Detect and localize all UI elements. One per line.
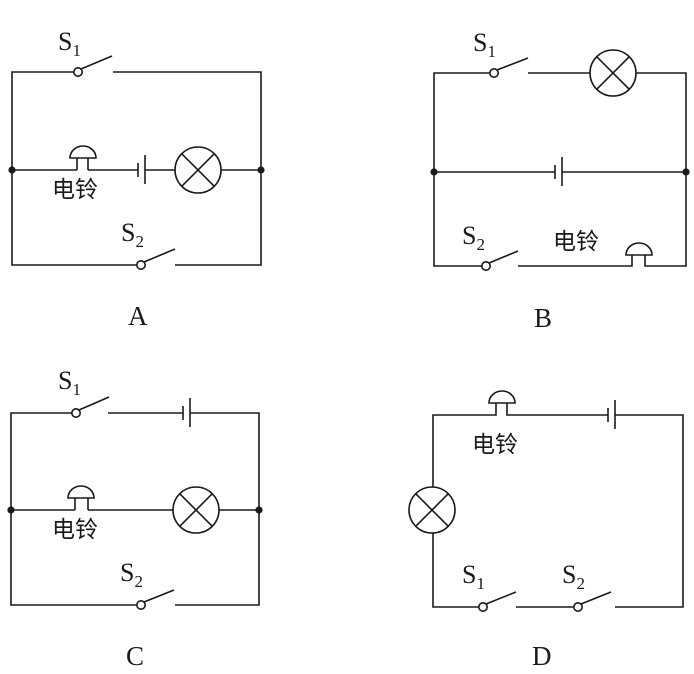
wire — [636, 72, 687, 267]
bell-icon — [488, 390, 516, 404]
bell-label: 电铃 — [553, 229, 599, 255]
circuit-caption: D — [532, 641, 552, 671]
switch-s1-label: S1 — [58, 27, 81, 60]
wire — [432, 403, 497, 487]
junction-node — [682, 168, 690, 176]
switch-s2 — [572, 591, 612, 612]
lamp-icon — [174, 146, 222, 194]
switch-s1 — [73, 55, 113, 78]
switch-s2 — [480, 250, 519, 271]
switch-s2-label: S2 — [562, 560, 585, 593]
wire — [432, 533, 479, 608]
bell-label: 电铃 — [52, 517, 98, 543]
junction-node — [255, 506, 263, 514]
junction-node — [257, 166, 265, 174]
circuit-c: S1 电铃 S2 C — [7, 366, 263, 671]
battery-icon — [554, 157, 563, 186]
junction-node — [8, 166, 16, 174]
switch-s2 — [136, 589, 175, 610]
circuit-d: 电铃 S1 S2 D — [408, 390, 684, 671]
bell-icon — [69, 145, 97, 170]
switch-s2 — [136, 248, 176, 270]
bell-icon — [625, 242, 653, 256]
lamp-icon — [408, 486, 456, 534]
circuit-caption: B — [534, 303, 552, 333]
switch-s1 — [477, 591, 517, 612]
switch-s2-label: S2 — [462, 221, 485, 254]
battery-icon — [137, 155, 146, 184]
wire — [506, 403, 608, 416]
switch-s2-label: S2 — [121, 218, 144, 251]
wire — [518, 255, 633, 267]
switch-s1 — [488, 57, 529, 79]
bell-label: 电铃 — [52, 177, 98, 203]
switch-s1-label: S1 — [58, 366, 81, 399]
circuit-a: S1 电铃 S2 A — [8, 27, 265, 331]
circuit-b: S1 S2 电铃 B — [430, 28, 690, 333]
bell-icon — [67, 485, 95, 510]
battery-icon — [607, 400, 616, 429]
circuit-caption: A — [128, 301, 148, 331]
wire — [10, 412, 137, 606]
switch-s1 — [71, 396, 110, 418]
battery-icon — [182, 398, 191, 427]
bell-label: 电铃 — [472, 432, 518, 458]
lamp-icon — [172, 486, 220, 534]
junction-node — [430, 168, 438, 176]
lamp-icon — [589, 49, 637, 97]
switch-s1-label: S1 — [462, 560, 485, 593]
wire — [11, 71, 137, 266]
circuit-caption: C — [126, 641, 144, 671]
switch-s1-label: S1 — [473, 28, 496, 61]
junction-node — [7, 506, 15, 514]
wire — [615, 414, 684, 608]
switch-s2-label: S2 — [120, 558, 143, 591]
